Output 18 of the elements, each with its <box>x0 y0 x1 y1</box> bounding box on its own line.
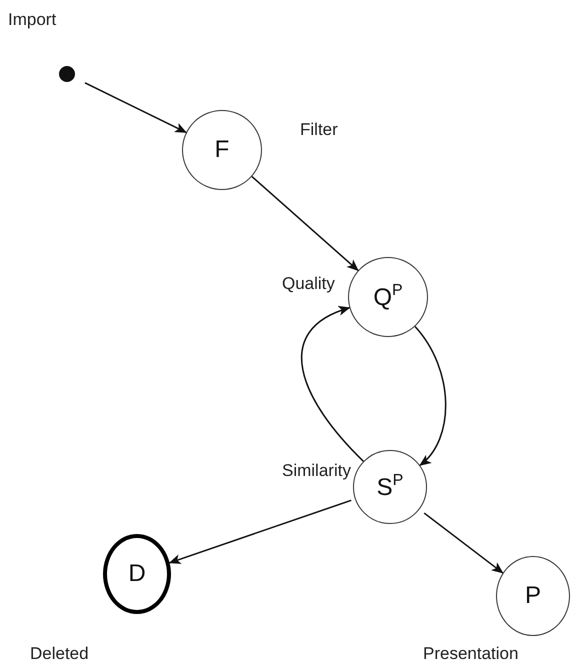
node-caption: Quality <box>282 274 335 294</box>
node-caption: Filter <box>300 120 338 140</box>
state-label: P <box>524 582 541 610</box>
arrow <box>84 82 187 134</box>
node-caption: Deleted <box>30 644 89 664</box>
state-label: D <box>128 560 146 588</box>
state-label: Q$^{P}$ <box>373 282 403 312</box>
node-caption: Presentation <box>423 644 518 664</box>
arrow <box>300 306 364 462</box>
arrow <box>424 512 504 574</box>
state-label: S$^{P}$ <box>376 472 404 502</box>
arrow <box>251 176 359 272</box>
node-caption: Import <box>8 10 56 30</box>
state-label: F <box>214 136 230 164</box>
start-dot <box>59 66 75 82</box>
arrow <box>414 326 446 466</box>
arrow <box>168 500 352 564</box>
node-caption: Similarity <box>282 461 351 481</box>
